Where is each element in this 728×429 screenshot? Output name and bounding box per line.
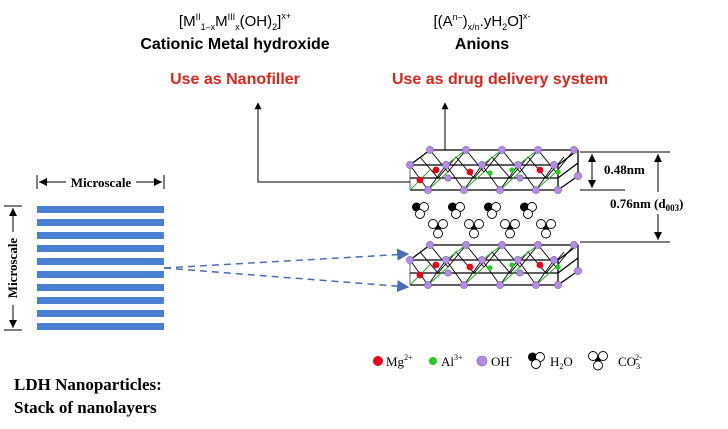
nanolayer bbox=[37, 206, 164, 213]
nanolayer bbox=[37, 297, 164, 304]
interlayer-species bbox=[412, 202, 556, 239]
use-drug-label: Use as drug delivery system bbox=[392, 71, 608, 88]
nanolayer bbox=[37, 284, 164, 291]
nanolayer bbox=[37, 310, 164, 317]
al-legend-swatch bbox=[429, 357, 437, 365]
nanolayer-stack bbox=[37, 206, 164, 330]
hydroxide-layer-bottom bbox=[406, 241, 582, 289]
zoom-arrow-upper bbox=[163, 248, 410, 269]
nanolayer bbox=[37, 271, 164, 278]
nanolayer bbox=[37, 245, 164, 252]
legend: Mg2+ Al3+ OH- H2O CO32- bbox=[373, 351, 642, 371]
use-nanofiller-label: Use as Nanofiller bbox=[170, 71, 300, 88]
layer-thickness-dimension: 0.48nm bbox=[580, 151, 645, 191]
co3-legend-icon bbox=[588, 351, 608, 371]
nanofiller-arrow bbox=[254, 102, 410, 183]
nanolayer bbox=[37, 323, 164, 330]
h2o-legend-label: H2O bbox=[550, 354, 573, 371]
hydroxide-layer-top bbox=[406, 146, 582, 194]
microscale-vertical-label: Microscale bbox=[5, 238, 20, 299]
anion-formula: [(An–)x/n.yH2O]x- bbox=[433, 11, 530, 32]
cation-formula: [MII1–xMIIIx(OH)2]x+ bbox=[179, 11, 291, 32]
mg-legend-swatch bbox=[373, 356, 383, 366]
cationic-title: Cationic Metal hydroxide bbox=[140, 36, 329, 53]
zoom-arrow-lower bbox=[163, 267, 410, 293]
h2o-legend-icon bbox=[528, 352, 545, 369]
basal-spacing-dimension: 0.76nm (d003) bbox=[580, 151, 683, 243]
co3-legend-label: CO32- bbox=[618, 353, 642, 371]
caption-line1: LDH Nanoparticles: bbox=[14, 375, 162, 394]
mg-legend-label: Mg2+ bbox=[386, 353, 413, 369]
nanolayer bbox=[37, 219, 164, 226]
caption-line2: Stack of nanolayers bbox=[14, 398, 157, 417]
al-legend-label: Al3+ bbox=[441, 353, 463, 369]
nanolayer bbox=[37, 232, 164, 239]
dim-076-label: 0.76nm (d003) bbox=[610, 196, 683, 213]
nanolayer bbox=[37, 258, 164, 265]
anions-title: Anions bbox=[455, 36, 509, 53]
oh-legend-swatch bbox=[476, 355, 488, 367]
microscale-horizontal-dimension: Microscale bbox=[36, 175, 165, 190]
microscale-horizontal-label: Microscale bbox=[71, 175, 132, 190]
oh-legend-label: OH- bbox=[491, 353, 513, 369]
dim-048-label: 0.48nm bbox=[604, 162, 645, 177]
microscale-vertical-dimension: Microscale bbox=[4, 205, 22, 331]
